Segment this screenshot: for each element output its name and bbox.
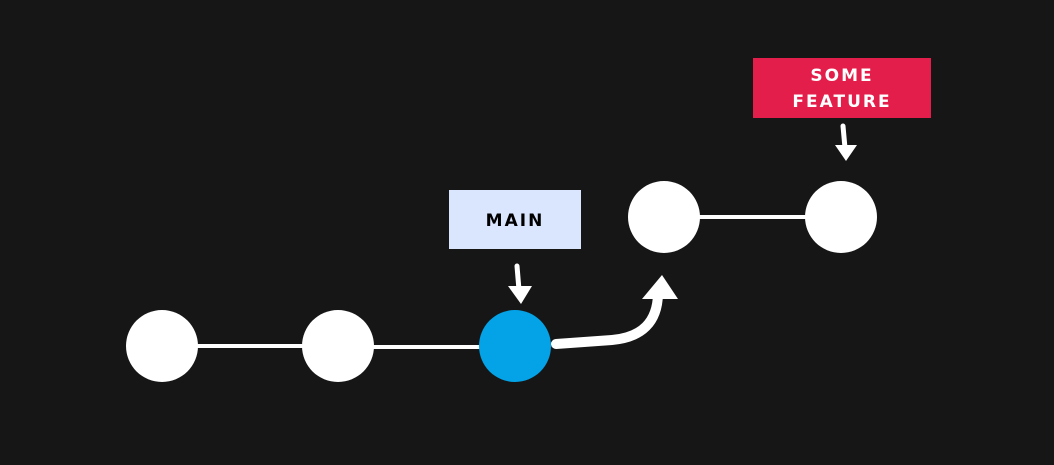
commit-node-head (479, 310, 551, 382)
branch-off-arrowhead (642, 275, 678, 299)
feature-branch-label-line-1: SOME (810, 66, 873, 86)
feature-branch-label-line-2: FEATURE (792, 92, 891, 112)
feature-pointer-arrow-shaft (840, 123, 848, 151)
commit-node-1 (126, 310, 198, 382)
main-branch-label: MAIN (486, 211, 545, 231)
feature-branch-label-box (753, 58, 931, 118)
feature-commit-node-2 (805, 181, 877, 253)
commit-node-2 (302, 310, 374, 382)
main-pointer-arrowhead (508, 286, 532, 304)
feature-pointer-arrowhead (835, 145, 857, 161)
branch-off-arrow-shaft (551, 289, 663, 349)
main-branch-label-box (449, 190, 581, 249)
feature-commit-node-1 (628, 181, 700, 253)
